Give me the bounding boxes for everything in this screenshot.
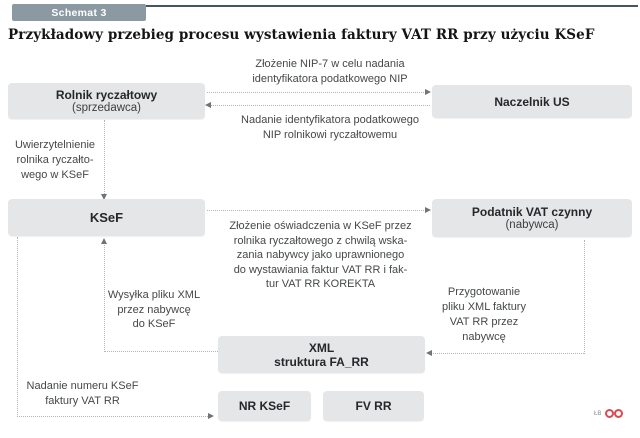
node-podatnik-vat: Podatnik VAT czynny (nabywca) bbox=[432, 199, 632, 237]
arrowhead-right-icon bbox=[425, 89, 431, 95]
connector-nip-grant bbox=[209, 105, 430, 106]
node-title: Rolnik ryczałtowy bbox=[55, 87, 158, 102]
node-nr-ksef: NR KSeF bbox=[218, 391, 311, 421]
connector-nr-ksef-horizontal bbox=[17, 416, 210, 417]
credit-mark: ŁB bbox=[594, 409, 624, 418]
label-zlozenie-nip7: Złożenie NIP-7 w celu nadania identyfika… bbox=[252, 58, 408, 85]
credit-initials: ŁB bbox=[594, 410, 602, 417]
node-title: XML bbox=[308, 340, 335, 355]
credit-logo-icon bbox=[605, 409, 615, 418]
connector-przygotowanie-horizontal bbox=[430, 353, 584, 354]
arrowhead-up-icon bbox=[101, 238, 107, 244]
connector-przygotowanie-vertical bbox=[584, 240, 585, 354]
node-fv-rr: FV RR bbox=[323, 391, 424, 421]
connector-oswiadczenie bbox=[207, 210, 428, 211]
arrowhead-left-icon bbox=[205, 102, 211, 108]
node-ksef: KSeF bbox=[8, 199, 205, 236]
node-subtitle: struktura FA_RR bbox=[274, 354, 369, 369]
connector-nr-ksef-vertical bbox=[17, 237, 18, 417]
connector-wysylka-vertical bbox=[104, 241, 105, 352]
node-title: FV RR bbox=[355, 399, 392, 413]
arrowhead-right-icon bbox=[208, 413, 214, 419]
header-rule bbox=[140, 5, 638, 7]
connector-wysylka-horizontal bbox=[104, 351, 218, 352]
node-xml-struktura: XML struktura FA_RR bbox=[218, 336, 425, 373]
node-title: Naczelnik US bbox=[494, 94, 570, 109]
label-przygotowanie-xml: Przygotowanie pliku XML faktury VAT RR p… bbox=[442, 286, 526, 343]
node-subtitle: (sprzedawca) bbox=[71, 101, 142, 114]
node-rolnik-ryczaltowy: Rolnik ryczałtowy (sprzedawca) bbox=[8, 83, 205, 119]
label-uwierzytelnienie: Uwierzytelnienie rolnika ryczałto- wego … bbox=[14, 139, 96, 181]
label-wysylka-xml: Wysyłka pliku XML przez nabywcę do KSeF bbox=[107, 289, 201, 330]
schema-badge: Schemat 3 bbox=[12, 4, 146, 21]
arrowhead-right-icon bbox=[425, 207, 431, 213]
node-title: Podatnik VAT czynny bbox=[471, 204, 593, 219]
node-title: NR KSeF bbox=[238, 399, 291, 413]
arrowhead-left-icon bbox=[426, 350, 432, 356]
label-oswiadczenie: Złożenie oświadczenia w KSeF przez rolni… bbox=[229, 220, 412, 290]
arrowhead-down-icon bbox=[101, 194, 107, 200]
connector-nip7-submit bbox=[207, 92, 428, 93]
node-subtitle: (nabywca) bbox=[505, 218, 559, 231]
node-title: KSeF bbox=[89, 209, 124, 225]
label-nadanie-nip: Nadanie identyfikatora podatkowego NIP r… bbox=[241, 114, 419, 141]
diagram-title: Przykładowy przebieg procesu wystawienia… bbox=[8, 27, 595, 43]
node-naczelnik-us: Naczelnik US bbox=[432, 85, 632, 118]
connector-uwierzytelnienie bbox=[104, 120, 105, 196]
credit-logo-icon bbox=[614, 409, 624, 418]
label-nadanie-numeru: Nadanie numeru KSeF faktury VAT RR bbox=[26, 380, 139, 407]
